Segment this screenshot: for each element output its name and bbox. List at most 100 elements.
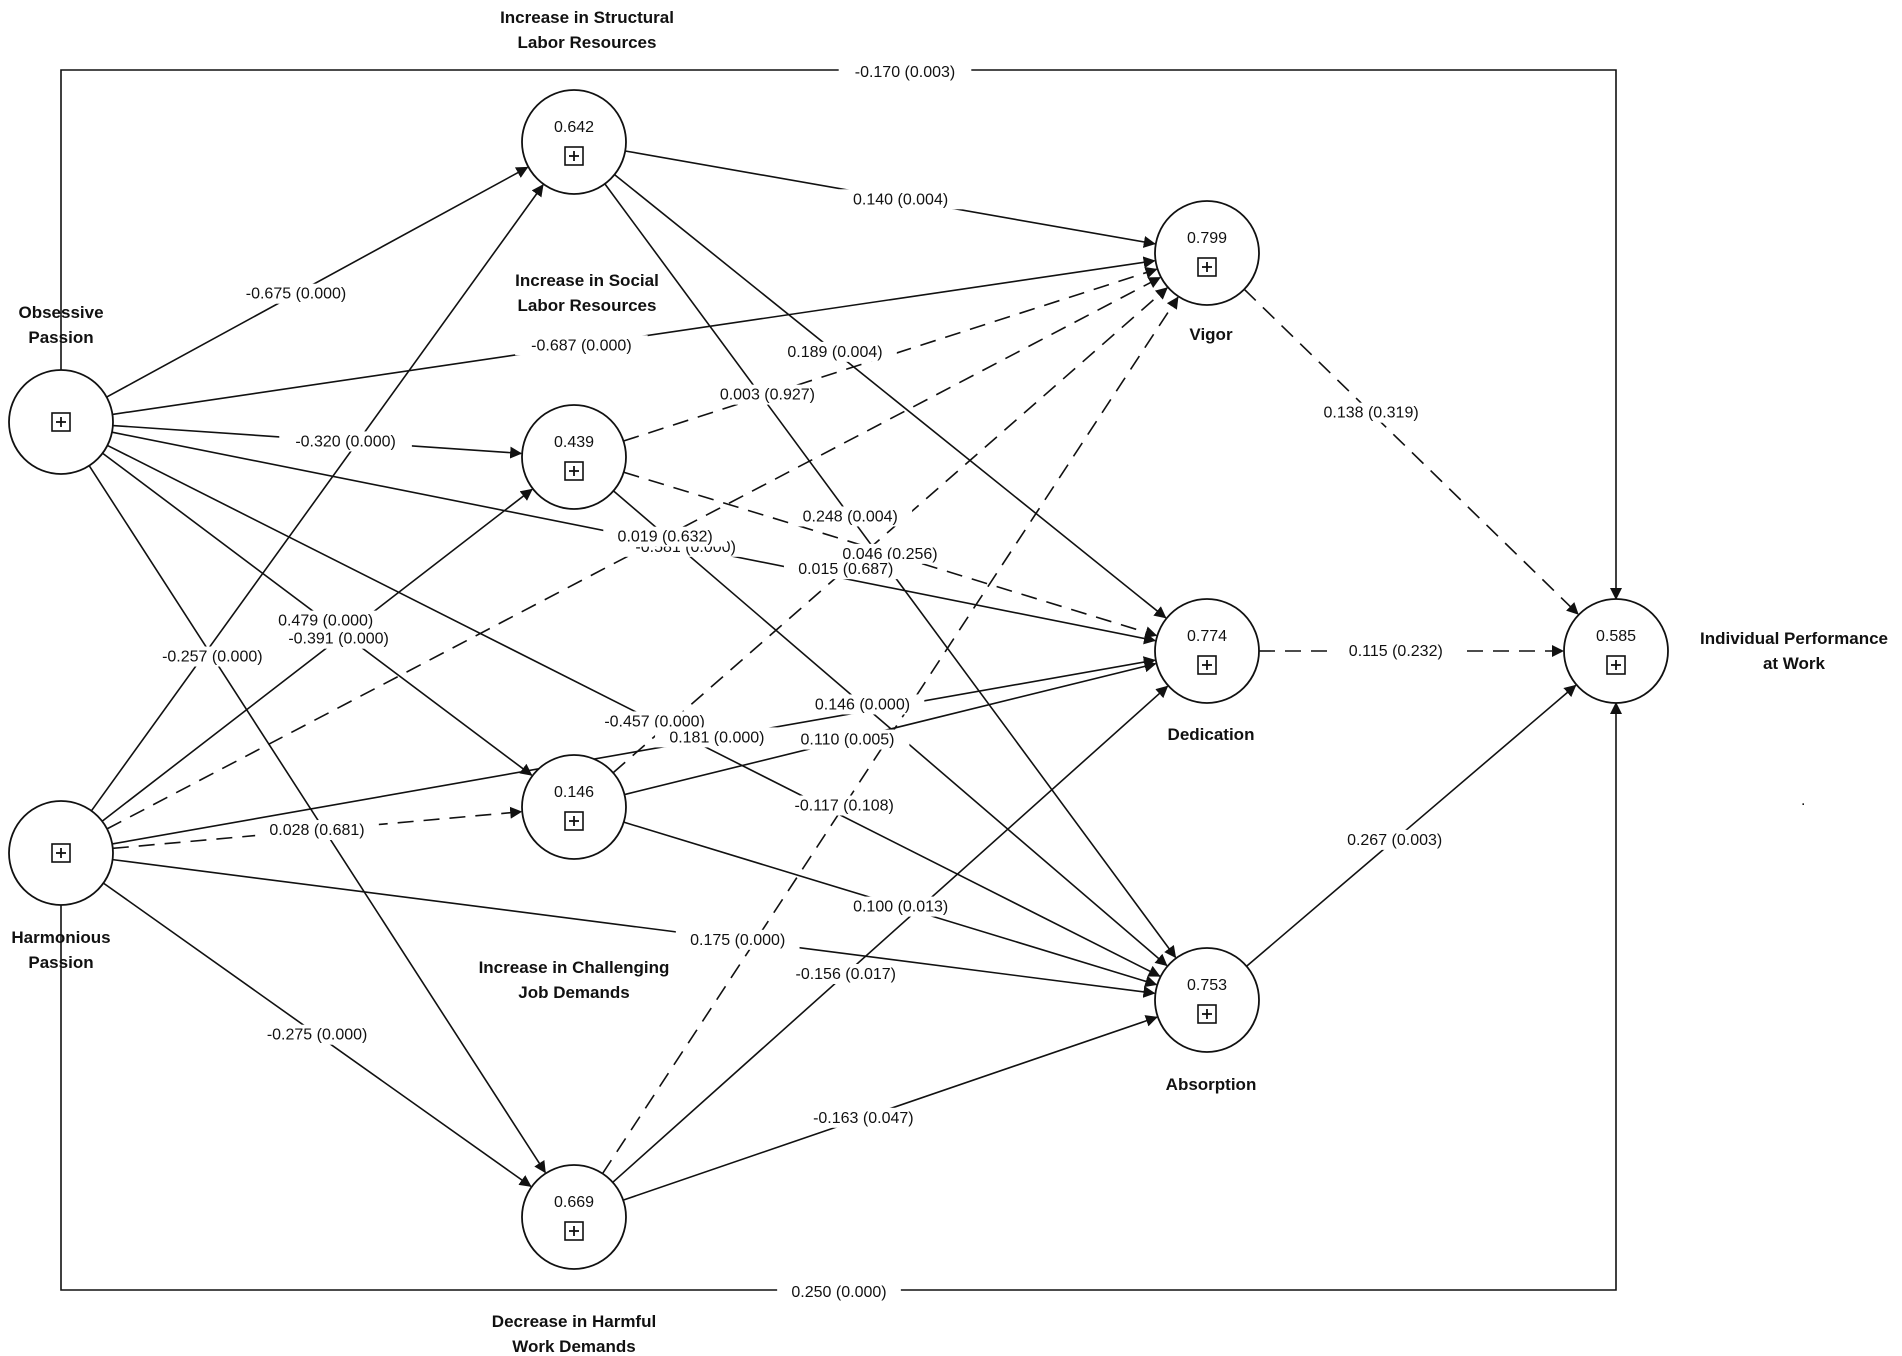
path-coefficient-slr-abs: 0.248 (0.004) <box>803 508 898 525</box>
node-circle[interactable] <box>1154 200 1260 306</box>
path-arrow-cjd-ded <box>624 660 1157 796</box>
path-arrow-hp-ded <box>112 656 1156 845</box>
node-circle[interactable] <box>521 1164 627 1270</box>
path-label-soc-vig: 0.003 (0.927) <box>705 384 830 405</box>
expand-box-icon[interactable] <box>564 811 584 831</box>
path-arrow-op-hwd <box>88 465 546 1174</box>
node-circle[interactable] <box>1563 598 1669 704</box>
node-caption-work-demands: Work Demands <box>512 1337 635 1356</box>
path-label-op-soc: -0.320 (0.000) <box>279 431 412 452</box>
path-label-hp-ipw: 0.250 (0.000) <box>777 1282 901 1302</box>
path-coefficient-hp-abs: 0.175 (0.000) <box>690 932 785 949</box>
path-coefficient-cjd-vig: 0.015 (0.687) <box>798 561 893 578</box>
path-label-slr-abs: 0.248 (0.004) <box>788 506 913 527</box>
expand-box-icon[interactable] <box>564 146 584 166</box>
path-label-background <box>250 1024 384 1045</box>
path-coefficient-abs-ipw: 0.267 (0.003) <box>1347 832 1442 849</box>
path-label-cjd-vig: 0.015 (0.687) <box>783 559 908 580</box>
path-label-background <box>828 543 952 564</box>
path-label-background <box>838 896 963 917</box>
node-circle[interactable] <box>1154 947 1260 1053</box>
path-label-vig-ipw: 0.138 (0.319) <box>1309 402 1433 423</box>
expand-box-icon[interactable] <box>1197 257 1217 277</box>
path-coefficient-op-cjd: 0.479 (0.000) <box>278 613 373 630</box>
path-coefficient-cjd-abs: 0.100 (0.013) <box>853 899 948 916</box>
path-label-op-ipw: -0.170 (0.003) <box>838 62 972 82</box>
path-arrow-op-slr <box>106 166 529 398</box>
path-label-cjd-abs: 0.100 (0.013) <box>838 896 963 917</box>
node-circle[interactable] <box>521 754 627 860</box>
node-caption-absorption: Absorption <box>1166 1075 1257 1094</box>
path-label-hwd-ded: -0.156 (0.017) <box>779 964 913 985</box>
node-caption-vigor: Vigor <box>1189 325 1233 344</box>
node-circle[interactable] <box>521 404 627 510</box>
node-caption-labor-resources: Labor Resources <box>518 296 657 315</box>
path-coefficient-soc-abs: 0.146 (0.000) <box>815 696 910 713</box>
expand-box-icon[interactable] <box>51 843 71 863</box>
path-coefficient-op-ipw: -0.170 (0.003) <box>855 64 956 81</box>
path-arrow-soc-vig <box>623 266 1158 442</box>
path-label-hp-vig: 0.019 (0.632) <box>603 526 727 547</box>
path-coefficient-op-slr: -0.675 (0.000) <box>246 286 347 303</box>
path-label-soc-abs: 0.146 (0.000) <box>800 694 925 715</box>
expand-box-icon[interactable] <box>1606 655 1626 675</box>
node-caption-increase-in-social: Increase in Social <box>515 271 659 290</box>
node-circle[interactable] <box>521 89 627 195</box>
path-label-background <box>588 711 721 732</box>
r-squared-value: 0.439 <box>554 434 594 451</box>
path-label-background <box>705 384 830 405</box>
path-label-op-cjd: 0.479 (0.000) <box>263 610 388 631</box>
path-label-background <box>272 628 405 649</box>
stray-dot: . <box>1801 792 1805 809</box>
path-coefficient-vig-ipw: 0.138 (0.319) <box>1323 405 1418 422</box>
path-label-ded-ipw: 0.115 (0.232) <box>1333 641 1458 661</box>
path-arrow-vig-ipw <box>1243 288 1579 615</box>
expand-box-icon[interactable] <box>564 461 584 481</box>
expand-box-icon[interactable] <box>564 1221 584 1241</box>
path-label-background <box>800 694 925 715</box>
path-coefficient-op-vig: -0.687 (0.000) <box>531 337 632 354</box>
path-label-background <box>838 189 963 210</box>
path-coefficient-hp-hwd: -0.275 (0.000) <box>267 1027 368 1044</box>
expand-box-icon[interactable] <box>1197 1004 1217 1024</box>
path-coefficient-hwd-ded: -0.156 (0.017) <box>795 966 896 983</box>
path-label-hwd-abs: -0.163 (0.047) <box>797 1107 930 1128</box>
path-coefficient-ded-ipw: 0.115 (0.232) <box>1349 643 1443 660</box>
node-caption-labor-resources: Labor Resources <box>518 33 657 52</box>
expand-box-icon[interactable] <box>51 412 71 432</box>
path-arrow-hp-ipw <box>60 702 1622 1291</box>
path-label-background <box>279 431 412 452</box>
path-label-hp-ded: 0.181 (0.000) <box>655 727 779 748</box>
path-label-hp-cjd: 0.028 (0.681) <box>255 820 379 841</box>
node-circle[interactable] <box>1154 598 1260 704</box>
path-arrow-hwd-ded <box>612 685 1169 1183</box>
path-label-hp-soc: -0.391 (0.000) <box>272 628 405 649</box>
path-coefficient-hp-ded: 0.181 (0.000) <box>669 729 764 746</box>
path-coefficient-labels: -0.675 (0.000) -0.687 (0.000) -0.320 (0.00… <box>146 62 1458 1302</box>
path-label-op-hwd: -0.257 (0.000) <box>146 646 279 667</box>
node-caption-at-work: at Work <box>1763 654 1826 673</box>
node-caption-decrease-in-harmful: Decrease in Harmful <box>492 1312 656 1331</box>
path-label-hp-abs: 0.175 (0.000) <box>675 929 800 950</box>
expand-box-icon[interactable] <box>1197 655 1217 675</box>
path-arrow-op-ipw <box>60 69 1622 600</box>
path-coefficient-soc-ded: 0.046 (0.256) <box>842 546 937 563</box>
path-label-background <box>1333 641 1458 661</box>
path-arrow-cjd-vig <box>612 287 1168 774</box>
path-label-background <box>788 506 913 527</box>
path-coefficient-slr-ded: 0.189 (0.004) <box>787 344 882 361</box>
r-squared-value: 0.753 <box>1187 977 1227 994</box>
path-arrow-hp-slr <box>90 184 544 812</box>
path-arrow-hp-vig <box>106 276 1161 830</box>
